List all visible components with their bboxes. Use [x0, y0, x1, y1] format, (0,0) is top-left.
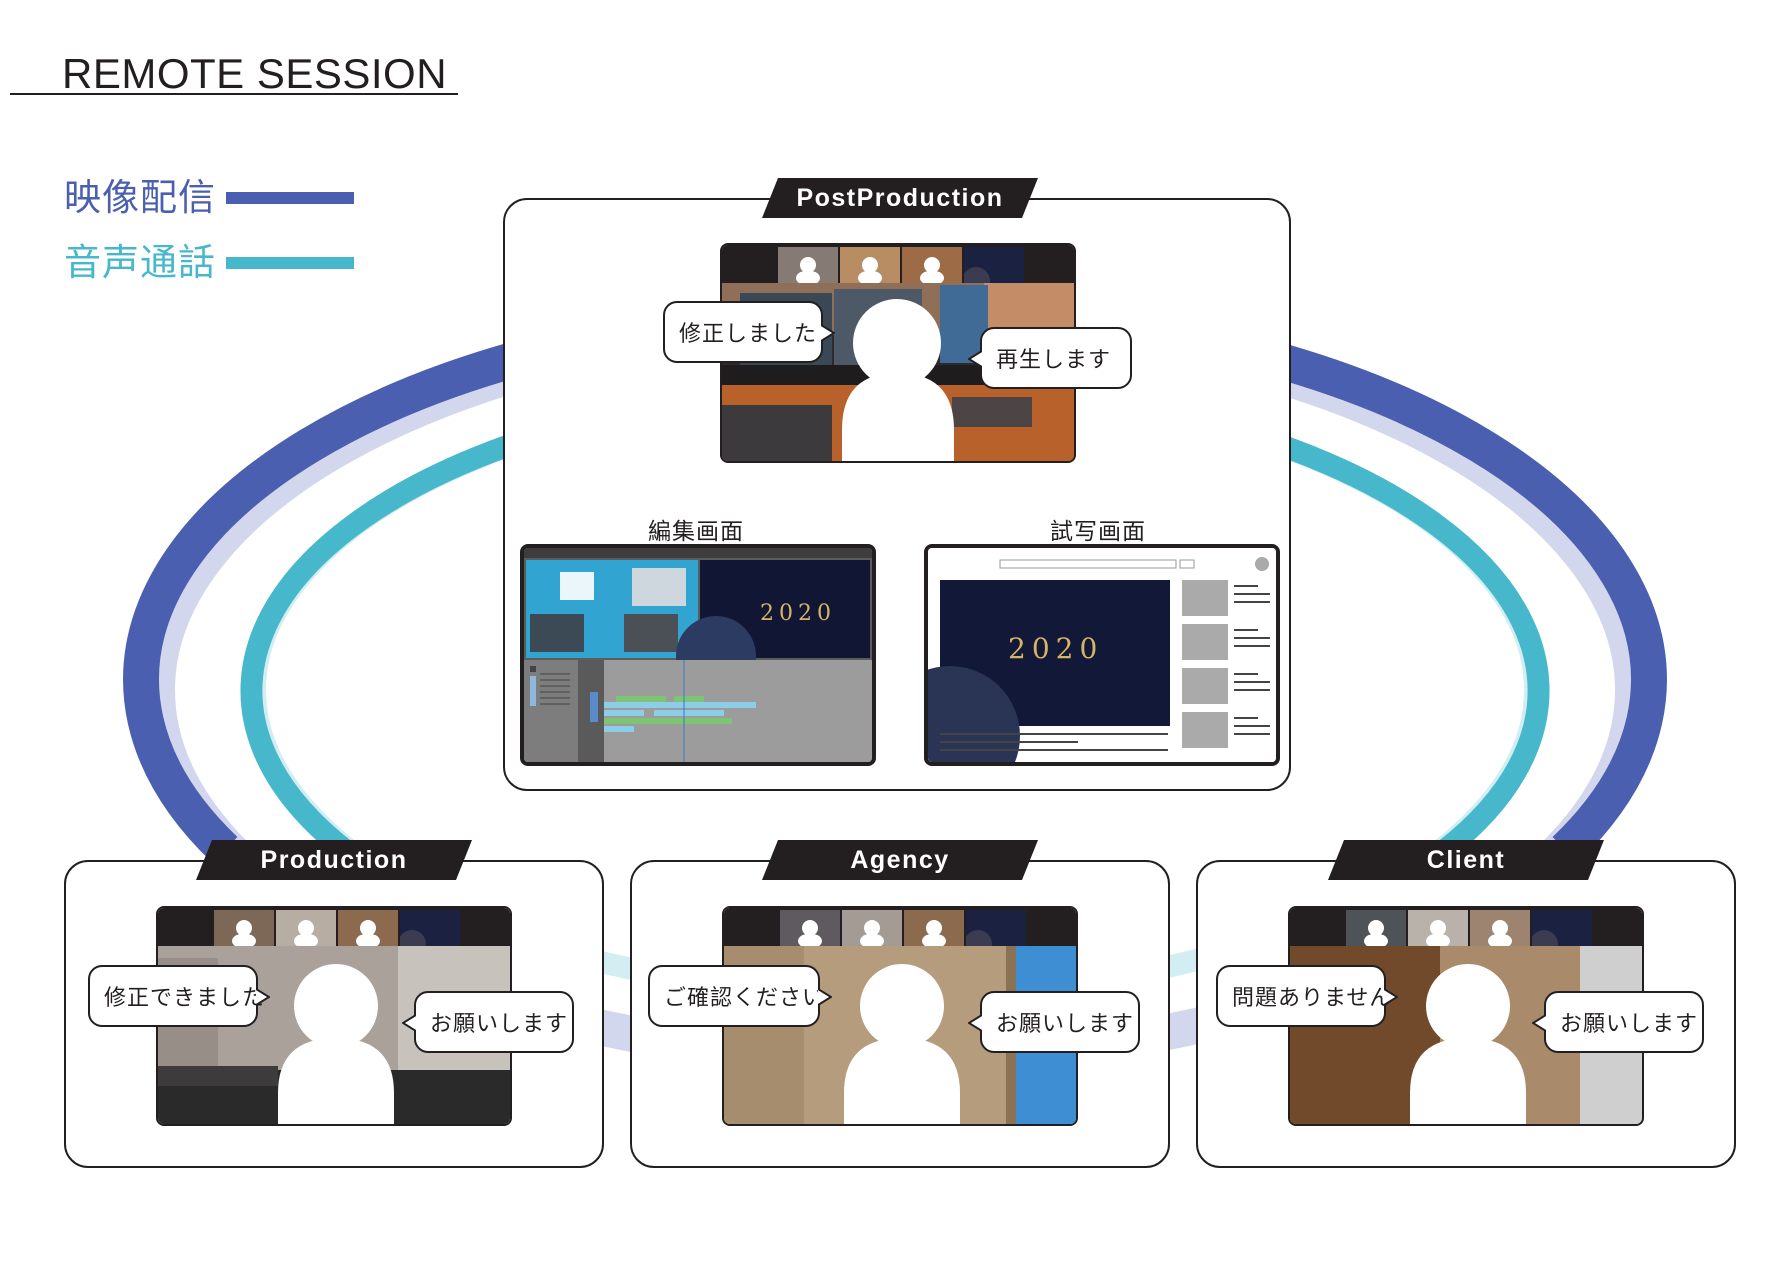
page-title: REMOTE SESSION — [62, 50, 448, 97]
participant-thumb — [276, 910, 336, 946]
audio-ring-left — [240, 434, 514, 859]
client-bubble-right: お願いします — [1532, 991, 1704, 1053]
client-bubble-left-text: 問題ありません — [1232, 986, 1393, 1011]
preview-screen-label: 試写画面 — [1050, 519, 1146, 545]
client-call-window — [1288, 906, 1644, 1126]
production-tag: Production — [196, 840, 472, 880]
participant-thumb — [904, 910, 964, 946]
person-silhouette-icon — [278, 964, 394, 1124]
editing-software: 2020 — [524, 548, 872, 762]
legend-line-video — [226, 192, 354, 204]
agency-bubble-right-text: お願いします — [996, 1012, 1135, 1037]
person-silhouette-icon — [842, 299, 954, 461]
shared-screen-thumb — [966, 910, 1026, 946]
agency-bubble-left: ご確認ください — [648, 965, 832, 1027]
agency-bubble-left-text: ご確認ください — [664, 986, 826, 1011]
participant-thumb — [1408, 910, 1468, 946]
production-tag-label: Production — [260, 845, 408, 874]
participant-thumb — [902, 247, 962, 283]
preview-webpage: 2020 — [928, 548, 1276, 762]
postproduction-bubble-left: 修正しました — [663, 301, 835, 363]
preview-screen-monitor: 2020 — [924, 544, 1280, 766]
person-silhouette-icon — [1410, 964, 1526, 1124]
preview-year-title: 2020 — [1008, 632, 1103, 665]
edit-screen-label: 編集画面 — [648, 519, 744, 545]
participant-thumb — [842, 910, 902, 946]
video-ring-right — [1265, 340, 1667, 864]
shared-screen-thumb — [400, 910, 460, 946]
participant-thumb — [778, 247, 838, 283]
agency-tag-label: Agency — [850, 845, 950, 874]
shared-screen-thumb — [1532, 910, 1592, 946]
legend-line-audio — [226, 257, 354, 269]
video-ring-left — [123, 340, 525, 864]
production-bubble-right: お願いします — [402, 991, 574, 1053]
postproduction-bubble-left-text: 修正しました — [679, 322, 818, 347]
agency-bubble-right: お願いします — [968, 991, 1140, 1053]
agency-tag: Agency — [762, 840, 1038, 880]
postproduction-tag-label: PostProduction — [796, 183, 1004, 212]
participant-thumb — [1470, 910, 1530, 946]
legend-label-audio: 音声通話 — [64, 241, 216, 284]
participant-thumb — [214, 910, 274, 946]
audio-ring-right — [1276, 434, 1550, 859]
person-silhouette-icon — [844, 964, 960, 1124]
postproduction-bubble-right-text: 再生します — [996, 348, 1112, 373]
client-tag-label: Client — [1426, 845, 1506, 874]
participant-thumb — [338, 910, 398, 946]
production-bubble-left: 修正できました — [88, 965, 270, 1027]
legend-label-video: 映像配信 — [64, 176, 216, 219]
year-title: 2020 — [760, 601, 836, 626]
client-bubble-left: 問題ありません — [1216, 965, 1398, 1027]
client-tag: Client — [1328, 840, 1604, 880]
production-bubble-right-text: お願いします — [430, 1012, 569, 1037]
participant-thumb — [840, 247, 900, 283]
postproduction-tag: PostProduction — [762, 178, 1038, 218]
postproduction-bubble-right: 再生します — [968, 327, 1132, 389]
production-bubble-left-text: 修正できました — [104, 986, 266, 1011]
title-underline — [10, 93, 458, 95]
shared-screen-thumb — [964, 247, 1024, 283]
participant-thumb — [780, 910, 840, 946]
client-bubble-right-text: お願いします — [1560, 1012, 1699, 1037]
participant-thumb — [1346, 910, 1406, 946]
edit-screen-monitor: 2020 — [520, 544, 876, 766]
